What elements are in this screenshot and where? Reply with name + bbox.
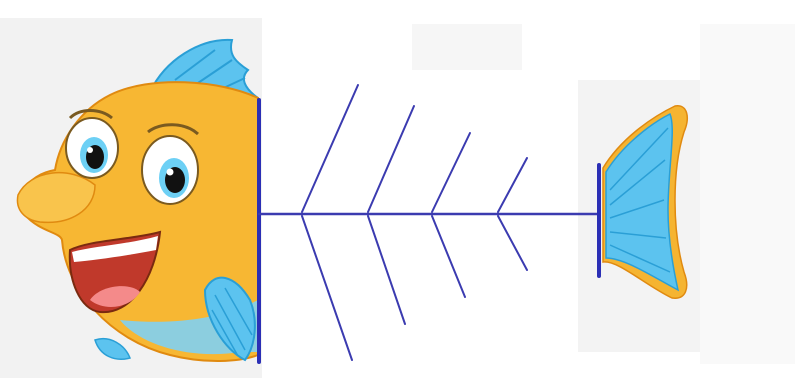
fish-head-icon xyxy=(17,40,258,361)
bone-lower-4 xyxy=(498,216,527,270)
bone-lower-2 xyxy=(368,216,405,324)
bone-upper-4 xyxy=(498,158,527,212)
bone-upper-1 xyxy=(302,85,358,212)
bone-upper-2 xyxy=(368,106,414,212)
bone-upper-3 xyxy=(432,133,470,212)
fish-tail-icon xyxy=(603,106,687,298)
bone-lower-3 xyxy=(432,216,465,297)
bone-lower-1 xyxy=(302,216,352,360)
fishbone-lines xyxy=(259,85,599,362)
